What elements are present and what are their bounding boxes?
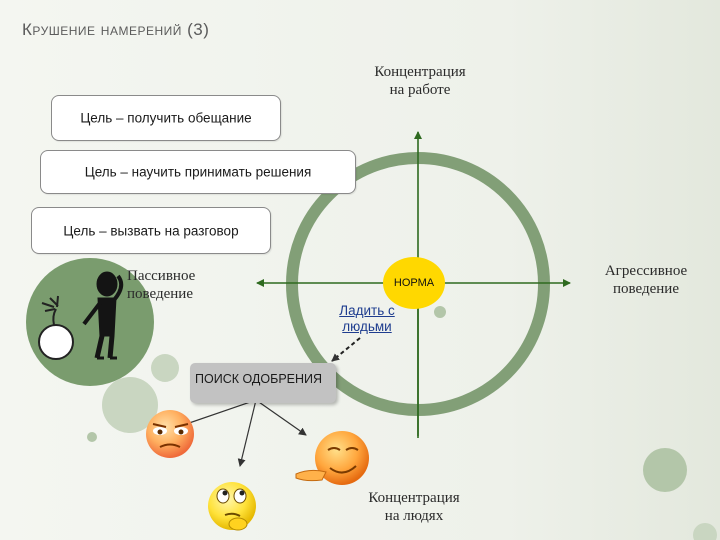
goal-promise-text: Цель – получить обещание xyxy=(80,110,252,126)
norma-center: НОРМА xyxy=(383,257,445,309)
axis-label-top: Концентрация на работе xyxy=(374,64,466,98)
decor-dot xyxy=(102,377,158,433)
axis-label-left: Пассивное поведение xyxy=(127,268,196,302)
approval-seeking-box: ПОИСК ОДОБРЕНИЯ xyxy=(190,363,336,403)
beckoning-face-icon xyxy=(295,431,369,485)
decor-dot xyxy=(693,523,717,540)
decor-dot xyxy=(643,448,687,492)
goal-conversation: Цель – вызвать на разговор xyxy=(31,207,271,254)
slide-title: Крушение намерений (3) xyxy=(22,20,210,39)
decor-dot xyxy=(434,306,446,318)
dashed-arrow xyxy=(331,337,361,362)
axis-label-right: Агрессивное поведение xyxy=(604,263,688,297)
fan-arrow-middle xyxy=(237,399,257,467)
goal-decisions-text: Цель – научить принимать решения xyxy=(84,164,312,180)
axis-label-bottom: Концентрация на людях xyxy=(368,490,460,524)
decor-dot xyxy=(87,432,97,442)
thinking-man-icon xyxy=(82,271,124,360)
approval-seeking-text: ПОИСК ОДОБРЕНИЯ xyxy=(195,372,323,386)
bomb-icon xyxy=(38,295,74,360)
get-along-label[interactable]: Ладить с людьми xyxy=(339,303,395,334)
decor-dot xyxy=(151,354,179,382)
goal-conversation-text: Цель – вызвать на разговор xyxy=(63,222,239,238)
pondering-face-icon xyxy=(208,482,256,531)
goal-decisions: Цель – научить принимать решения xyxy=(40,150,356,194)
worried-face-icon xyxy=(146,410,194,458)
goal-promise: Цель – получить обещание xyxy=(51,95,281,141)
fan-arrow-right xyxy=(255,399,307,436)
